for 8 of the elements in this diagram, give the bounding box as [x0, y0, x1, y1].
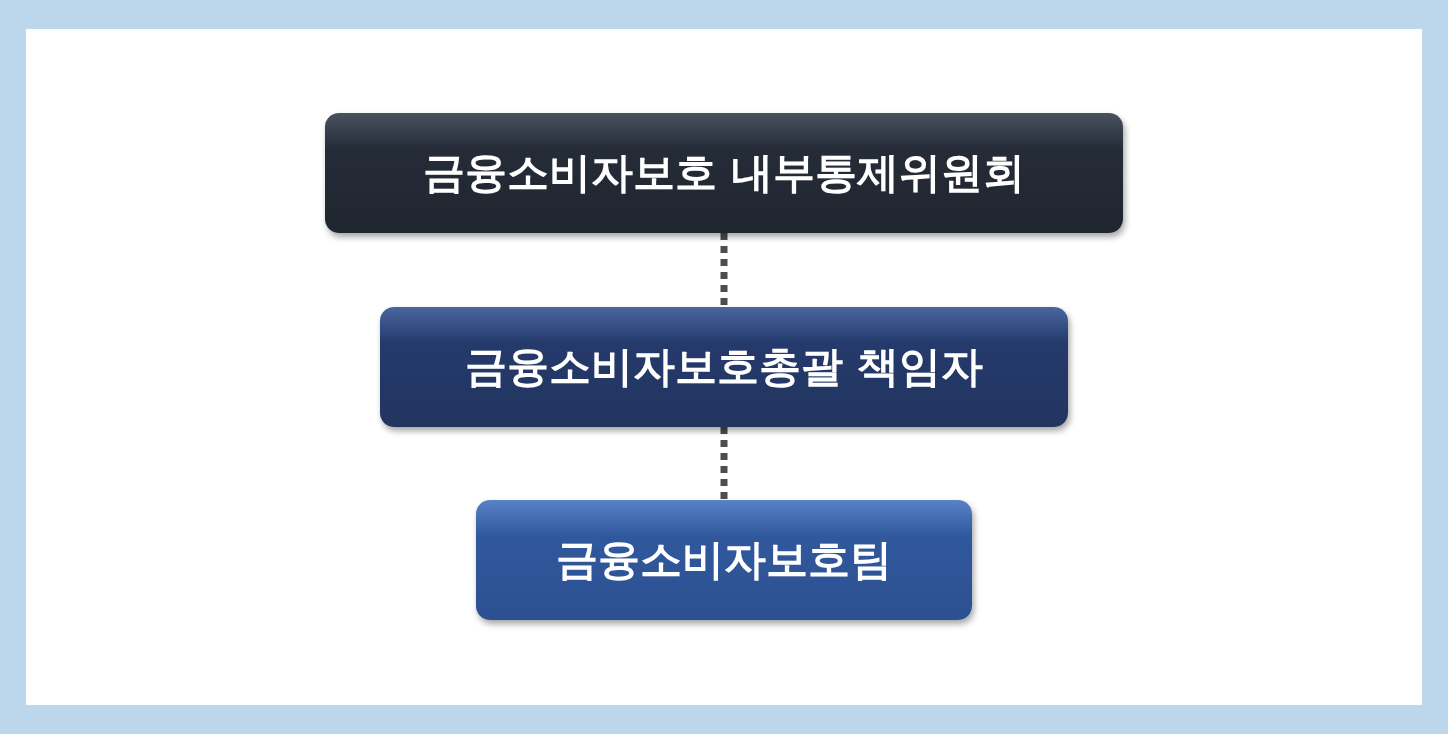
org-box [380, 307, 1068, 427]
box-label: 금융소비자보호총괄 책임자 [464, 341, 984, 393]
box-label: 금융소비자보호 내부통제위원회 [422, 147, 1026, 199]
box-label: 금융소비자보호팀 [556, 534, 892, 586]
org-box [325, 113, 1123, 233]
connector-line [720, 427, 728, 500]
org-box [476, 500, 972, 620]
connector-line [720, 233, 728, 307]
